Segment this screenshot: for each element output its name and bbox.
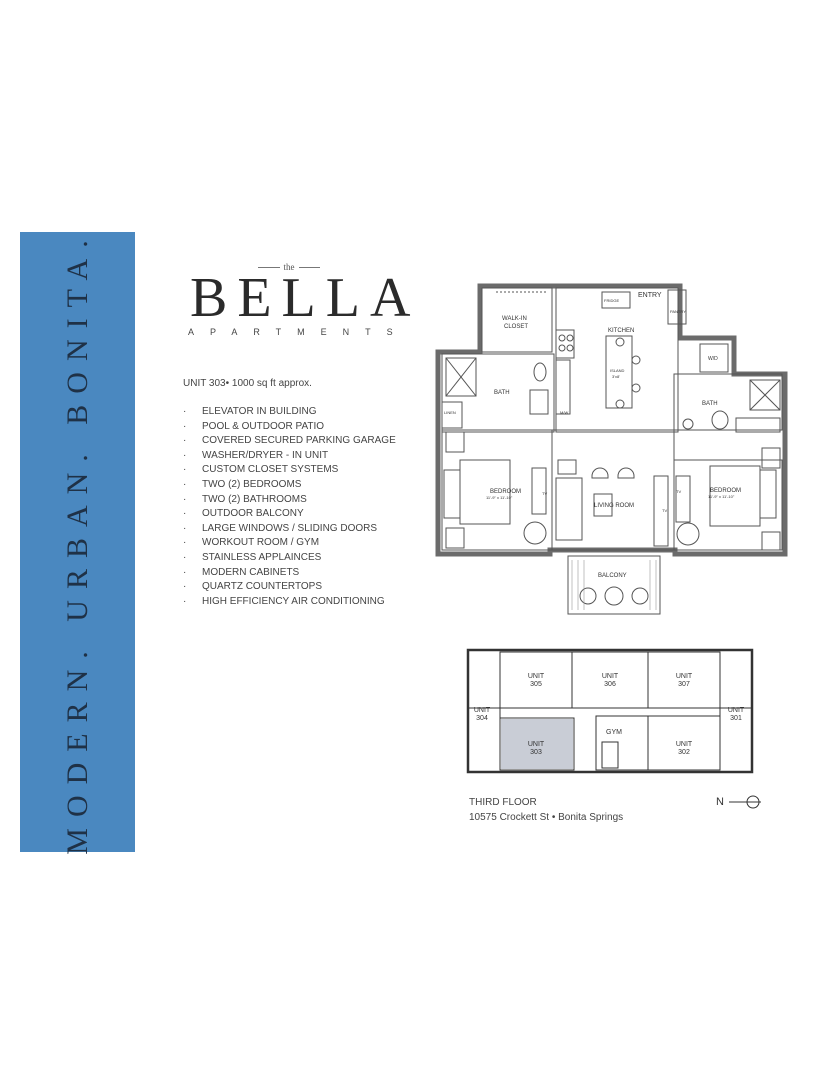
floor-address: 10575 Crockett St • Bonita Springs — [469, 812, 624, 823]
gym-label: GYM — [606, 729, 622, 736]
label-tv-left: TV — [542, 491, 547, 496]
unit-301-number: 301 — [730, 715, 742, 722]
third-floor-site-plan: UNIT 305 UNIT 306 UNIT 307 UNIT 304 UNIT… — [466, 648, 754, 774]
label-closet: CLOSET — [504, 324, 528, 330]
logo-name: BELLA — [190, 267, 421, 329]
floor-title: THIRD FLOOR — [469, 797, 537, 808]
logo-rule-left — [258, 266, 280, 268]
unit-304-label: UNIT — [474, 707, 491, 714]
north-arrow-icon — [728, 795, 761, 809]
label-linen: LINEN — [444, 410, 456, 415]
unit-306-label: UNIT — [602, 673, 619, 680]
label-living-room: LIVING ROOM — [594, 503, 634, 509]
label-tv-living: TV — [662, 508, 667, 513]
feature-item: ·TWO (2) BATHROOMS — [183, 493, 307, 505]
feature-item: ·LARGE WINDOWS / SLIDING DOORS — [183, 522, 378, 534]
feature-item: ·ELEVATOR IN BUILDING — [183, 406, 317, 417]
logo-subtitle: APARTMENTS — [188, 327, 409, 337]
label-bedroom-right: BEDROOM — [710, 488, 741, 494]
feature-item: ·QUARTZ COUNTERTOPS — [183, 581, 323, 593]
label-bath-right: BATH — [702, 401, 718, 407]
feature-item: ·MODERN CABINETS — [183, 566, 300, 578]
label-bedroom-left: BEDROOM — [490, 489, 521, 495]
feature-item: ·COVERED SECURED PARKING GARAGE — [183, 435, 396, 447]
feature-item: ·CUSTOM CLOSET SYSTEMS — [183, 464, 339, 476]
label-bath-left: BATH — [494, 390, 510, 396]
unit-summary: UNIT 303• 1000 sq ft approx. — [183, 378, 312, 389]
unit-302-number: 302 — [678, 749, 690, 756]
unit-305-number: 305 — [530, 681, 542, 688]
unit-303-label: UNIT — [528, 741, 545, 748]
unit-305-label: UNIT — [528, 673, 545, 680]
north-arrow: N — [716, 794, 763, 810]
label-bedroom-left-size: 11'-9" x 11'-10" — [486, 495, 513, 500]
unit-floor-plan: ENTRY FRIDGE PANTRY WALK-IN CLOSET KITCH… — [435, 283, 788, 615]
highlighted-unit-303 — [501, 719, 573, 769]
logo-rule-right — [298, 266, 320, 268]
logo-the: the — [258, 262, 320, 272]
banner-tagline: MODERN. URBAN. BONITA. — [60, 229, 94, 855]
label-fridge: FRIDGE — [604, 298, 619, 303]
label-island-size: 3'x8' — [612, 374, 620, 379]
feature-item: ·TWO (2) BEDROOMS — [183, 478, 302, 490]
unit-302-label: UNIT — [676, 741, 693, 748]
vertical-tagline-banner: MODERN. URBAN. BONITA. — [20, 229, 135, 855]
feature-item: ·POOL & OUTDOOR PATIO — [183, 420, 325, 432]
label-entry: ENTRY — [638, 292, 662, 299]
unit-304-number: 304 — [476, 715, 488, 722]
label-pantry: PANTRY — [670, 309, 686, 314]
feature-item: ·OUTDOOR BALCONY — [183, 508, 304, 520]
unit-306-number: 306 — [604, 681, 616, 688]
label-walk-in: WALK-IN — [502, 316, 527, 322]
unit-307-number: 307 — [678, 681, 690, 688]
feature-item: ·HIGH EFFICIENCY AIR CONDITIONING — [183, 595, 385, 607]
label-mw: M/W — [560, 410, 568, 415]
feature-item: ·STAINLESS APPLAINCES — [183, 551, 322, 563]
label-balcony: BALCONY — [598, 573, 627, 579]
unit-301-label: UNIT — [728, 707, 745, 714]
label-bedroom-right-size: 11'-9" x 11'-10" — [708, 494, 735, 499]
label-kitchen: KITCHEN — [608, 328, 634, 334]
logo-the-text: the — [283, 262, 295, 272]
feature-item: ·WORKOUT ROOM / GYM — [183, 537, 320, 549]
label-wd: W/D — [708, 356, 718, 362]
unit-307-label: UNIT — [676, 673, 693, 680]
label-island: ISLAND — [610, 368, 625, 373]
north-label: N — [716, 796, 724, 808]
label-tv-right: TV — [676, 489, 681, 494]
feature-list: ·ELEVATOR IN BUILDING ·POOL & OUTDOOR PA… — [183, 405, 396, 609]
unit-303-number: 303 — [530, 749, 542, 756]
feature-item: ·WASHER/DRYER - IN UNIT — [183, 449, 329, 461]
